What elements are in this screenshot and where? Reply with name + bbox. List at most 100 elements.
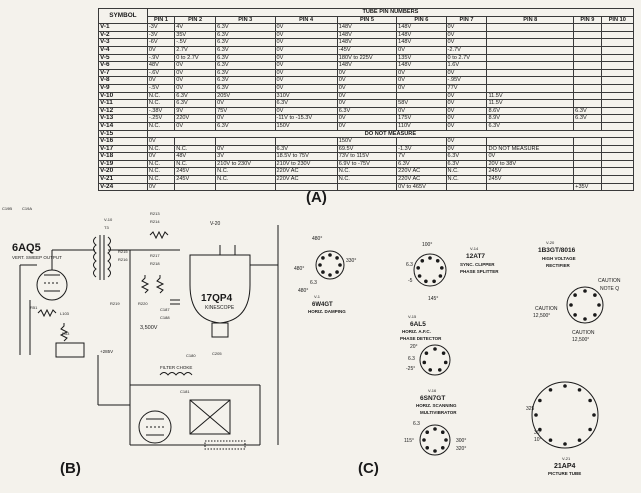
table-cell: 0V	[274, 23, 338, 32]
table-cell: 0V	[215, 99, 276, 108]
s4-type: 6AL5	[410, 321, 426, 328]
row-symbol: V-7	[98, 68, 148, 78]
table-cell: -.38V	[146, 106, 176, 116]
schematic-b: 6AQ5 VERT. SWEEP OUTPUT 17QP4 KINESCOPE …	[2, 206, 279, 450]
socket-pin	[424, 351, 429, 355]
socket-pin	[425, 445, 430, 450]
part-label: R51	[30, 305, 38, 310]
label-a: (A)	[306, 189, 327, 206]
table-cell	[486, 45, 575, 55]
s2-v3: 6.3	[406, 262, 413, 268]
table-cell	[600, 91, 635, 101]
row-symbol: V-9	[98, 83, 148, 93]
part-label: R213	[150, 211, 160, 216]
table-cell: 0V	[445, 30, 488, 40]
table-cell: 1.6V	[445, 61, 488, 70]
table-cell: 0V	[274, 106, 338, 116]
table-cell	[396, 91, 447, 101]
table-cell: 6.3V	[396, 159, 447, 169]
table-cell: 0V	[445, 91, 488, 101]
part-label: R220	[138, 301, 148, 306]
s1-v5: 480°	[298, 288, 308, 294]
table-cell: -.6V	[146, 68, 176, 78]
socket-pin	[335, 270, 339, 274]
output-tube-label: 6AQ5	[12, 242, 41, 254]
table-cell: 6.3V	[215, 76, 276, 85]
table-cell: 245V	[174, 167, 217, 177]
s3-caution3: CAUTION	[572, 330, 595, 336]
table-cell	[573, 167, 602, 177]
table-cell	[573, 91, 602, 101]
row-symbol: V-21	[98, 175, 148, 184]
pin-header: PIN 1	[146, 15, 176, 25]
socket-pin	[428, 256, 432, 260]
socket-pin	[433, 449, 437, 453]
table-cell: 0 to 2.7V	[174, 53, 217, 63]
table-cell	[573, 175, 602, 184]
table-cell	[600, 175, 635, 184]
s2-v1: 100°	[422, 242, 432, 248]
socket-pin	[538, 398, 542, 403]
socket-pin	[422, 438, 426, 442]
table-cell	[486, 30, 575, 40]
s4-desc2: PHASE DETECTOR	[400, 336, 442, 341]
table-cell: 6.3V	[573, 106, 602, 116]
part-label: V-10	[104, 217, 113, 222]
table-cell: 73V to 115V	[336, 152, 398, 161]
socket-1b3gt	[566, 286, 604, 324]
table-cell: 6.3V	[486, 121, 575, 131]
s6-type: 21AP4	[554, 463, 576, 470]
table-cell: 110V	[396, 121, 447, 131]
table-cell: N.C.	[146, 99, 176, 108]
socket-pin	[592, 413, 596, 417]
table-cell	[600, 114, 635, 123]
s1-v1: 480°	[312, 236, 322, 242]
row-symbol: V-5	[98, 53, 148, 63]
part-label: C180	[186, 353, 196, 358]
row-symbol: V-16	[98, 137, 148, 146]
sockets-c: 480° 330° 480° 6.3 480° V-1 6W4GT HORIZ.…	[294, 236, 621, 476]
s3-val3: 12,500°	[572, 337, 589, 343]
table-cell: 148V	[396, 23, 447, 32]
table-cell: -.95V	[445, 76, 488, 85]
table-cell: N.C.	[146, 144, 176, 154]
row-symbol: V-11	[98, 99, 148, 108]
table-cell: 148V	[336, 23, 398, 32]
socket-pin	[422, 360, 427, 365]
table-cell	[215, 137, 276, 146]
socket-pin	[593, 313, 597, 317]
socket-pin	[433, 427, 437, 431]
row-symbol: V-18	[98, 152, 148, 161]
table-cell: 0V	[486, 152, 575, 161]
table-cell: +35V	[573, 182, 602, 192]
socket-pin	[563, 442, 567, 446]
table-cell: 6.3V	[215, 45, 276, 55]
socket-pin	[588, 427, 592, 432]
table-cell: 0V	[336, 121, 398, 131]
table-cell: 180V to 225V	[336, 53, 398, 63]
socket-pin	[438, 274, 443, 278]
socket-pin	[437, 368, 442, 372]
rectifier-box	[189, 399, 231, 435]
contrast-box	[55, 342, 85, 358]
table-cell: 69.5V	[336, 144, 398, 154]
socket-21ap4	[531, 381, 599, 449]
table-cell: 148V	[336, 61, 398, 70]
table-cell	[600, 45, 635, 55]
socket-pin	[588, 398, 592, 403]
table-cell	[174, 182, 217, 192]
table-cell	[573, 99, 602, 108]
part-label: L103	[60, 311, 70, 316]
table-cell: 3V	[215, 152, 276, 161]
socket-pin	[425, 430, 430, 435]
pin-header: PIN 8	[486, 15, 575, 25]
